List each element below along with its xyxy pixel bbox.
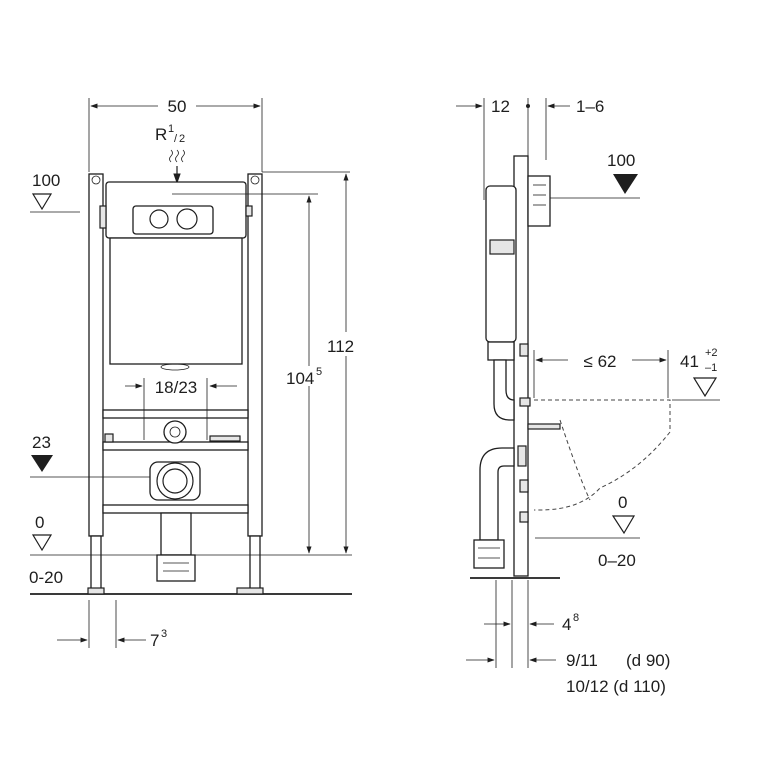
connection-sup: 1 xyxy=(168,123,174,135)
level-triangle-icon xyxy=(31,193,53,211)
side-view: 12 1–6 100 xyxy=(456,97,720,696)
foot-offset-dimension: 7 3 xyxy=(57,600,167,650)
water-wave-icon xyxy=(169,149,173,163)
right-foot xyxy=(249,535,261,593)
level-marker-0: 0 0-20 xyxy=(29,513,352,587)
bowl-projection-dimension: ≤ 62 xyxy=(533,350,669,398)
water-connection-label: R 1 / 2 xyxy=(155,123,185,185)
side-range-0-20: 0–20 xyxy=(598,551,636,570)
svg-text:/: / xyxy=(174,133,178,145)
side-drain-bend xyxy=(473,445,529,569)
flush-button-large xyxy=(176,208,198,230)
spacing-dimension: 18/23 xyxy=(125,378,237,440)
supply-fitting xyxy=(163,420,187,444)
height-dimensions: 104 5 112 xyxy=(262,171,354,554)
svg-text:3: 3 xyxy=(161,628,167,640)
cistern xyxy=(99,181,318,371)
side-level-100-label: 100 xyxy=(607,151,635,170)
width-dimension: 50 xyxy=(88,97,263,172)
spacing-label: 18/23 xyxy=(155,378,198,397)
top-dimensions: 12 1–6 xyxy=(456,97,604,200)
side-cistern xyxy=(485,185,517,343)
level-100-label: 100 xyxy=(32,171,60,190)
lower-crossbar xyxy=(102,504,249,514)
foot-offset-label: 7 xyxy=(150,631,159,650)
side-frame xyxy=(485,155,561,577)
toilet-bowl-outline xyxy=(534,399,671,511)
dim-10-12-label: 10/12 (d 110) xyxy=(566,677,666,696)
width-dim-label: 50 xyxy=(168,97,187,116)
dim-1-6-label: 1–6 xyxy=(576,97,604,116)
side-level-100: 100 xyxy=(550,151,640,199)
dim-41-label: 41 xyxy=(680,352,699,371)
level-filled-triangle-icon xyxy=(31,455,53,472)
side-level-0: 0 0–20 xyxy=(535,493,640,570)
waste-outlet xyxy=(149,461,201,582)
range-0-20: 0-20 xyxy=(29,568,63,587)
dim-12-label: 12 xyxy=(491,97,510,116)
connection-r-label: R xyxy=(155,125,167,144)
left-foot xyxy=(90,535,102,593)
dim-4-label: 4 xyxy=(562,615,571,634)
front-view: 50 R 1 / 2 100 xyxy=(29,97,354,650)
dim-9-11-label: 9/11 xyxy=(566,651,598,670)
level-marker-23: 23 xyxy=(30,433,162,478)
svg-text:8: 8 xyxy=(573,612,579,624)
side-bottom-dimensions: 4 8 9/11 (d 90) 10/12 (d 110) xyxy=(466,580,670,696)
level-23-label: 23 xyxy=(32,433,51,452)
upper-crossbar xyxy=(102,409,249,419)
svg-text:+2: +2 xyxy=(705,347,718,359)
d90-label: (d 90) xyxy=(626,651,670,670)
right-frame-post xyxy=(247,173,263,537)
flush-plate xyxy=(132,205,214,235)
seat-height-marker: 41 +2 –1 xyxy=(672,347,720,401)
svg-text:–1: –1 xyxy=(705,362,717,374)
side-level-0-label: 0 xyxy=(618,493,627,512)
height-104-label: 104 xyxy=(286,369,314,388)
dim-le62-label: ≤ 62 xyxy=(584,352,617,371)
height-112-label: 112 xyxy=(327,337,354,356)
level-0-label: 0 xyxy=(35,513,44,532)
svg-text:5: 5 xyxy=(316,366,322,378)
connection-sub: 2 xyxy=(179,133,185,145)
flush-button-small xyxy=(149,209,169,229)
level-marker-100: 100 xyxy=(30,171,80,213)
